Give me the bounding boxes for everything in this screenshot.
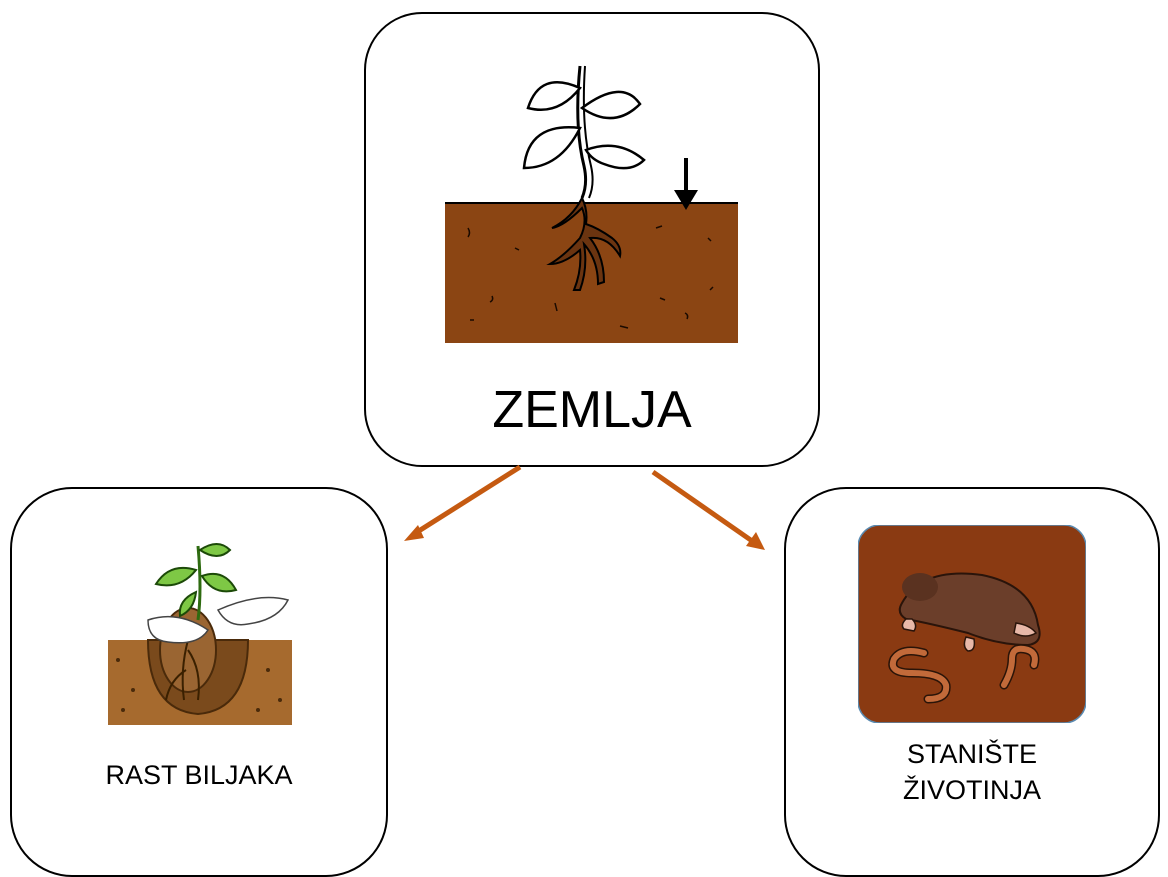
animal-habitat-label: STANIŠTE ŽIVOTINJA [784,736,1160,808]
mole-figure [898,572,1041,652]
planting-hands-icon [108,543,292,725]
animal-habitat-label-line-1: STANIŠTE [906,739,1038,769]
main-concept-label: ZEMLJA [492,381,692,439]
plant-growth-label-line: RAST BILJAKA [105,760,293,790]
mole-and-worms-icon [858,525,1086,723]
plant-in-soil-icon [445,65,738,343]
animal-habitat-label-line-2: ŽIVOTINJA [902,775,1041,805]
plant-growth-label: RAST BILJAKA [10,760,388,791]
